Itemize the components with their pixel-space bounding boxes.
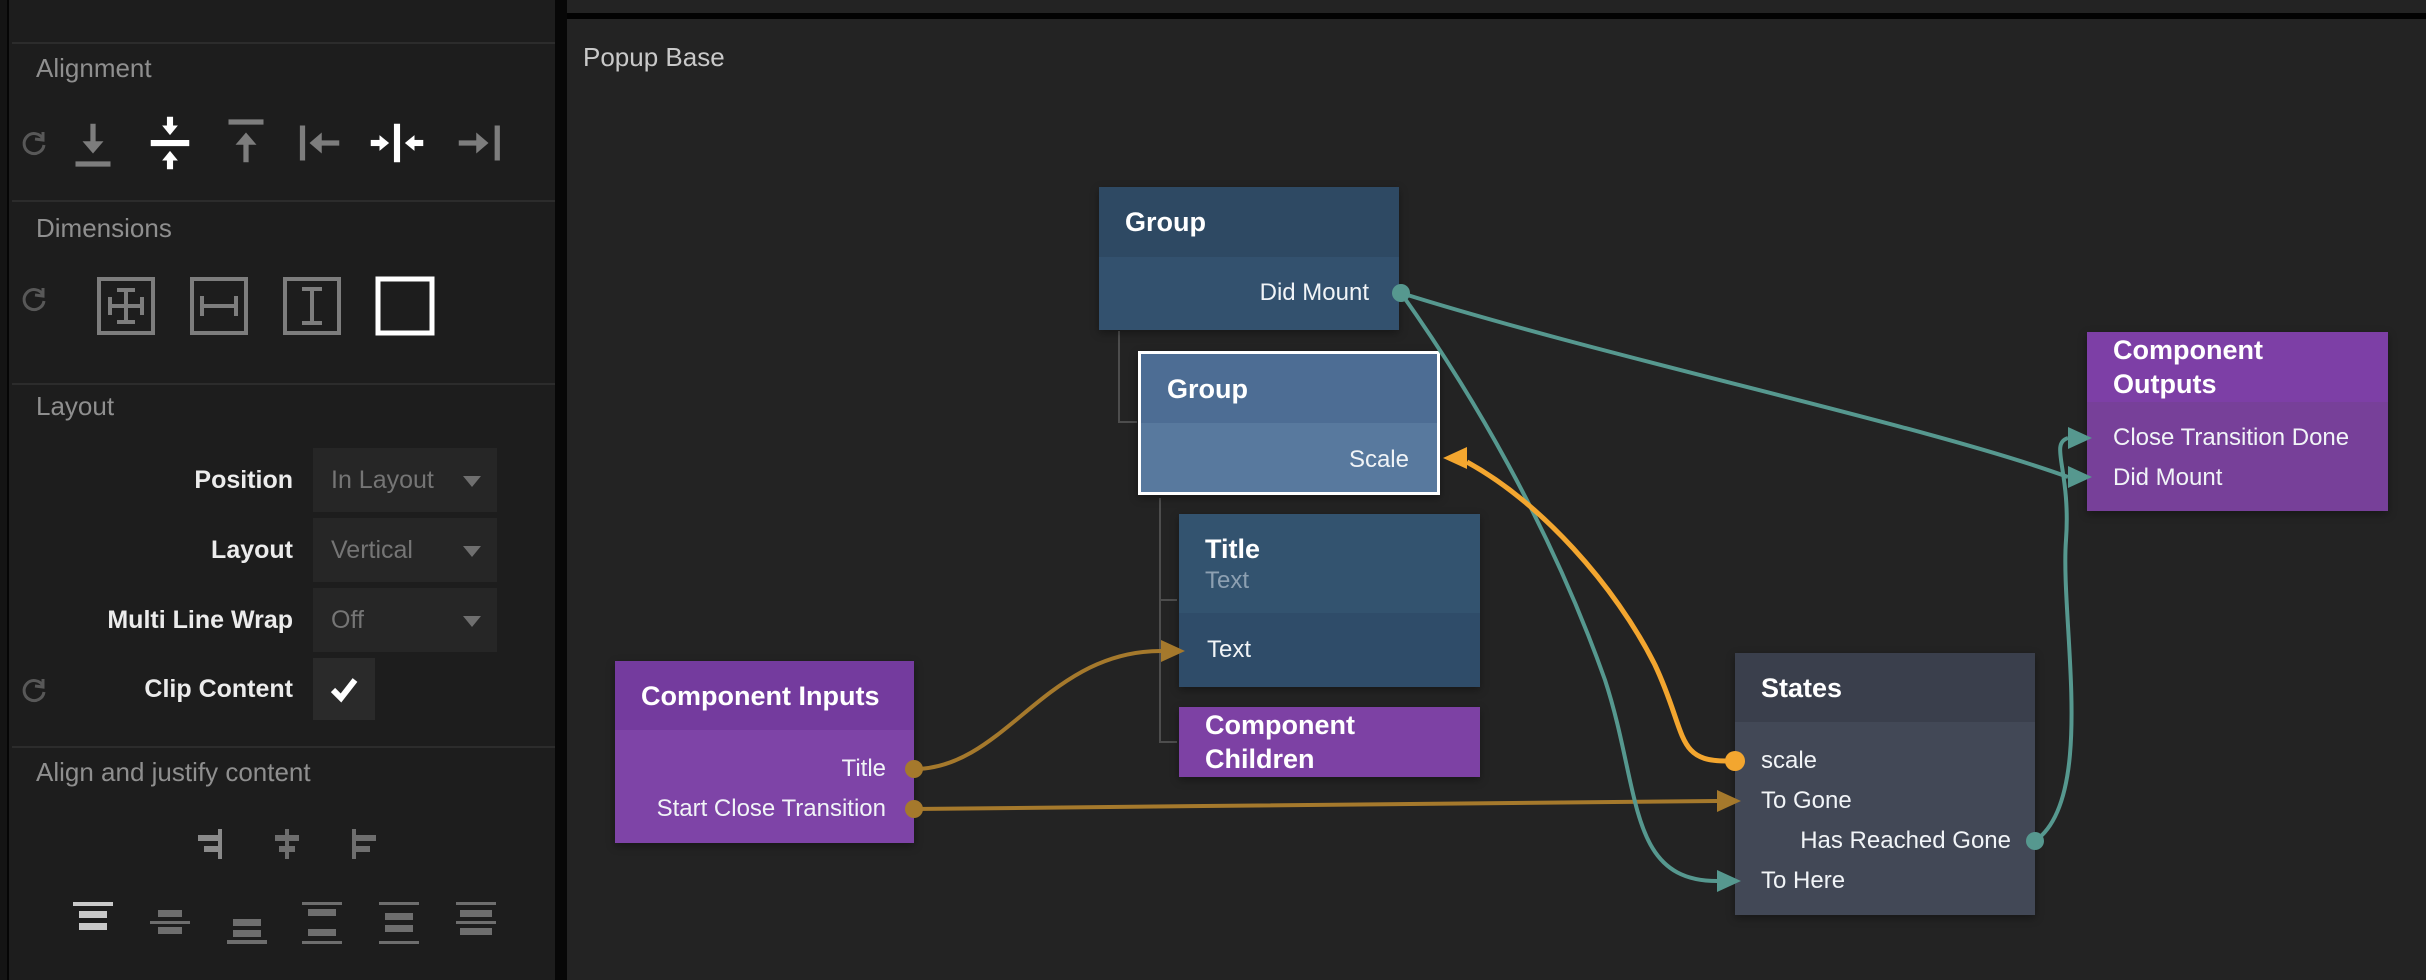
node-type-label: Text	[1205, 566, 1250, 594]
section-divider	[12, 42, 555, 44]
align-right-icon[interactable]	[450, 115, 506, 171]
position-label: Position	[194, 466, 293, 494]
canvas-top-border	[567, 13, 2426, 19]
align-left-icon[interactable]	[292, 115, 348, 171]
port-did-mount[interactable]: Did Mount	[1259, 279, 1369, 306]
node-component-children[interactable]: Component Children	[1179, 707, 1480, 777]
port-did-mount-output[interactable]: Did Mount	[2113, 464, 2223, 491]
wire-didmount-to-didmount[interactable]	[1400, 291, 2069, 479]
node-title: Component Children	[1205, 710, 1355, 774]
align-vertical-center-icon[interactable]	[142, 115, 198, 171]
port-title-output[interactable]: Title	[841, 755, 886, 782]
arrowhead-icon	[1443, 447, 1467, 469]
chevron-down-icon	[463, 546, 481, 557]
node-graph-canvas[interactable]: Popup Base Group Did Mount Group Scale T…	[567, 0, 2426, 980]
justify-bottom-icon[interactable]	[223, 900, 271, 946]
port-has-reached-gone[interactable]: Has Reached Gone	[1800, 827, 2011, 854]
wire-reachedgone-to-closedone[interactable]	[2033, 436, 2074, 843]
port-scale[interactable]: Scale	[1348, 446, 1409, 473]
tree-connector	[1118, 331, 1137, 423]
justify-top-icon[interactable]	[69, 900, 117, 946]
justify-center-icon[interactable]	[146, 900, 194, 946]
chevron-down-icon	[463, 616, 481, 627]
node-title: Group	[1167, 373, 1248, 404]
port-start-close-transition[interactable]: Start Close Transition	[656, 795, 886, 822]
size-none-icon[interactable]	[374, 275, 436, 337]
section-divider	[12, 200, 555, 202]
multi-line-wrap-label: Multi Line Wrap	[107, 606, 293, 634]
wire-scale-to-scale-highlighted[interactable]	[1465, 459, 1727, 764]
node-title: Component Outputs	[2113, 335, 2263, 399]
panel-left-edge	[0, 0, 9, 980]
section-divider	[12, 746, 555, 748]
dimensions-section-title: Dimensions	[36, 213, 172, 243]
properties-panel: Alignment	[0, 0, 555, 980]
align-horizontal-center-icon[interactable]	[369, 115, 425, 171]
multi-line-wrap-dropdown[interactable]: Off	[313, 588, 497, 652]
space-evenly-icon[interactable]	[452, 900, 500, 946]
reset-icon[interactable]	[16, 672, 52, 708]
alignment-section-title: Alignment	[36, 53, 152, 83]
size-width-icon[interactable]	[188, 275, 250, 337]
panel-canvas-separator	[555, 0, 567, 980]
wire-startclose-to-togone[interactable]	[913, 799, 1718, 811]
node-component-outputs[interactable]: Component Outputs Close Transition Done …	[2087, 332, 2388, 511]
node-title: Group	[1125, 207, 1206, 237]
layout-label: Layout	[211, 536, 293, 564]
align-top-icon[interactable]	[218, 115, 274, 171]
port-to-gone[interactable]: To Gone	[1761, 787, 1852, 814]
position-value: In Layout	[331, 465, 434, 494]
align-bottom-icon[interactable]	[65, 115, 121, 171]
node-group-selected[interactable]: Group Scale	[1138, 351, 1440, 495]
chevron-down-icon	[463, 476, 481, 487]
node-states[interactable]: States scale To Gone Has Reached Gone To…	[1735, 653, 2035, 915]
reset-icon[interactable]	[16, 281, 52, 317]
multi-line-wrap-value: Off	[331, 605, 364, 634]
space-between-icon[interactable]	[298, 900, 346, 946]
size-width-and-height-icon[interactable]	[95, 275, 157, 337]
tree-connector	[1159, 498, 1177, 743]
align-justify-section-title: Align and justify content	[36, 757, 311, 787]
layout-section-title: Layout	[36, 391, 115, 421]
node-title: Title	[1205, 533, 1261, 564]
section-divider	[12, 383, 555, 385]
align-content-center-icon[interactable]	[269, 826, 305, 862]
checkmark-icon	[330, 678, 358, 703]
node-title: Component Inputs	[641, 680, 880, 711]
size-height-icon[interactable]	[281, 275, 343, 337]
align-content-left-icon[interactable]	[346, 826, 382, 862]
position-dropdown[interactable]: In Layout	[313, 448, 497, 512]
component-title: Popup Base	[583, 42, 725, 72]
wire-title-to-text[interactable]	[913, 649, 1162, 771]
align-content-right-icon[interactable]	[192, 826, 228, 862]
reset-icon[interactable]	[16, 125, 52, 161]
node-title: States	[1761, 672, 1843, 703]
node-title-text[interactable]: Title Text Text	[1179, 514, 1480, 687]
node-group-parent[interactable]: Group Did Mount	[1099, 187, 1399, 330]
clip-content-label: Clip Content	[144, 675, 293, 703]
clip-content-checkbox[interactable]	[313, 658, 375, 720]
port-close-transition-done[interactable]: Close Transition Done	[2113, 424, 2350, 451]
node-component-inputs[interactable]: Component Inputs Title Start Close Trans…	[615, 661, 914, 843]
port-to-here[interactable]: To Here	[1761, 867, 1846, 894]
space-around-icon[interactable]	[375, 900, 423, 946]
port-text[interactable]: Text	[1207, 636, 1252, 663]
layout-value: Vertical	[331, 535, 413, 564]
layout-dropdown[interactable]: Vertical	[313, 518, 497, 582]
port-scale-output[interactable]: scale	[1761, 747, 1818, 774]
